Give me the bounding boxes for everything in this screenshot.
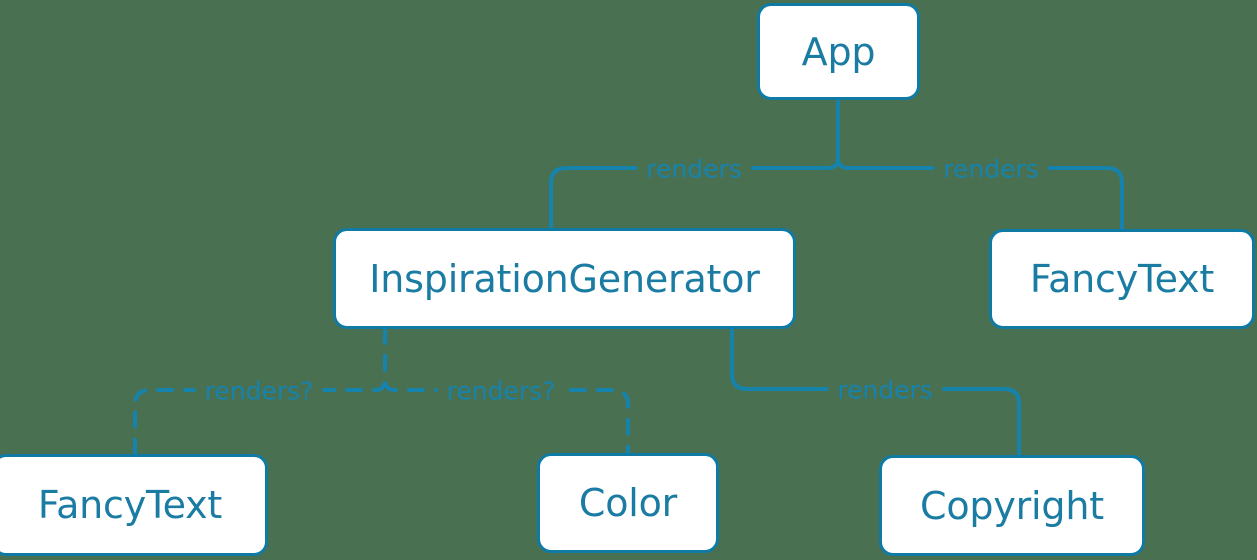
edge-label-inspiration-generator-to-copyright: renders xyxy=(828,377,942,403)
edge-label-inspiration-generator-to-color: renders? xyxy=(437,378,565,404)
node-label-app: App xyxy=(801,29,876,74)
node-label-fancytext-right: FancyText xyxy=(1029,257,1215,301)
edge-label-app-to-inspiration-generator: renders xyxy=(637,156,751,182)
node-label-color: Color xyxy=(578,481,678,525)
node-color[interactable]: Color xyxy=(537,453,719,553)
node-copyright[interactable]: Copyright xyxy=(879,455,1145,556)
node-label-inspiration-generator: InspirationGenerator xyxy=(369,256,760,301)
node-fancytext-right[interactable]: FancyText xyxy=(989,229,1255,329)
node-label-fancytext-left: FancyText xyxy=(37,483,223,527)
edge-label-app-to-fancytext-right: renders xyxy=(934,156,1048,182)
node-app[interactable]: App xyxy=(757,3,920,100)
edge-label-inspiration-generator-to-fancytext-left: renders? xyxy=(195,378,323,404)
node-label-copyright: Copyright xyxy=(920,483,1104,528)
node-fancytext-left[interactable]: FancyText xyxy=(0,454,268,556)
node-inspiration-generator[interactable]: InspirationGenerator xyxy=(333,228,796,329)
